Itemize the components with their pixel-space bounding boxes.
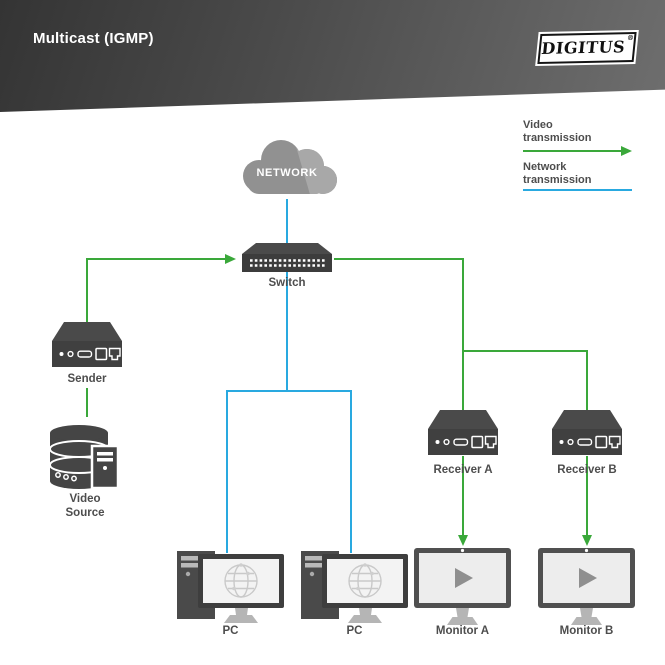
page-title: Multicast (IGMP) <box>33 30 154 47</box>
legend-network-line <box>523 189 632 191</box>
video-line-receiver-b-to-monitor <box>586 456 588 536</box>
monitor-b-label: Monitor B <box>559 625 614 637</box>
receiver-b-icon <box>551 410 623 461</box>
receiver-a-icon <box>427 410 499 461</box>
pc-1-icon <box>177 551 284 629</box>
network-cloud-icon <box>235 136 339 203</box>
video-line-sender-up <box>86 258 88 322</box>
video-line-down-right <box>462 258 464 352</box>
switch-label: Switch <box>268 277 306 289</box>
pc-2-label: PC <box>346 625 363 637</box>
legend-network-label: Network transmission <box>523 161 592 186</box>
video-line-branch <box>462 350 588 352</box>
monitor-a-label: Monitor A <box>435 625 490 637</box>
video-line-sender-to-source <box>86 388 88 417</box>
sender-label: Sender <box>67 373 107 385</box>
video-line-receiver-a-to-monitor <box>462 456 464 536</box>
network-line-to-pc1 <box>226 390 228 553</box>
network-line-to-pc2 <box>350 390 352 553</box>
monitor-b-icon <box>538 545 635 630</box>
sender-icon <box>52 322 122 373</box>
legend-video-label: Video transmission <box>523 119 592 144</box>
registered-mark: ® <box>626 33 635 43</box>
network-cloud-label: NETWORK <box>256 167 318 179</box>
video-line-to-receiver-a <box>462 350 464 410</box>
video-arrowhead-into-switch-icon <box>225 254 236 264</box>
receiver-a-label: Receiver A <box>433 464 493 476</box>
switch-icon <box>242 243 332 278</box>
video-source-label: Video Source <box>65 493 105 519</box>
receiver-b-label: Receiver B <box>557 464 617 476</box>
video-arrowhead-monitor-a-icon <box>458 535 468 546</box>
network-line-cloud-to-switch <box>286 199 288 243</box>
digitus-logo-frame: DIGITUS® <box>537 31 637 65</box>
network-line-switch-down <box>286 272 288 391</box>
network-line-split <box>226 390 352 392</box>
video-line-sender-to-switch <box>86 258 226 260</box>
legend-video-arrowhead-icon <box>621 146 632 156</box>
video-source-icon <box>48 424 122 495</box>
video-line-to-receiver-b <box>586 350 588 410</box>
legend-video-line <box>523 150 622 152</box>
digitus-logo-text: DIGITUS® <box>540 33 635 58</box>
pc-1-label: PC <box>222 625 239 637</box>
pc-2-icon <box>301 551 408 629</box>
video-arrowhead-monitor-b-icon <box>582 535 592 546</box>
video-line-switch-right <box>334 258 464 260</box>
digitus-logo: DIGITUS® <box>535 29 639 67</box>
monitor-a-icon <box>414 545 511 630</box>
